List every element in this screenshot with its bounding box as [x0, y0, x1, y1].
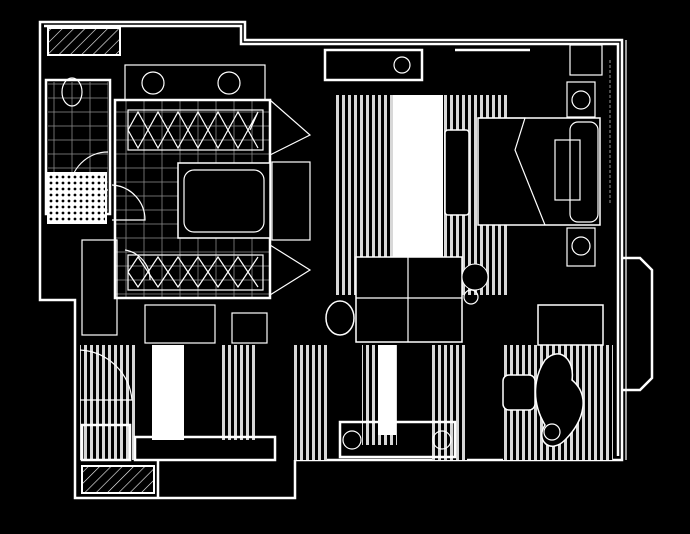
nightstand	[566, 227, 596, 267]
wardrobe	[271, 161, 311, 241]
safe	[231, 312, 268, 344]
sink-icon	[217, 71, 241, 95]
bathtub	[177, 162, 271, 239]
shaft-top-left	[47, 27, 121, 56]
desk	[534, 353, 584, 447]
counter	[144, 304, 216, 344]
lamp-icon	[393, 56, 411, 74]
lamp-icon	[543, 423, 561, 441]
seating-group	[325, 256, 489, 343]
desk-chair	[502, 374, 536, 411]
closet	[81, 239, 118, 336]
lamp-icon	[571, 236, 591, 256]
bench	[444, 129, 470, 216]
entry-closet	[80, 423, 132, 462]
lamp-icon	[571, 90, 591, 110]
bay-window	[622, 256, 654, 392]
sink-icon	[141, 71, 165, 95]
bathroom	[111, 64, 312, 300]
toilet-icon	[61, 77, 83, 107]
lamp-icon	[342, 430, 362, 450]
tv-console	[323, 48, 424, 82]
bed	[444, 117, 601, 226]
floor-lamp-icon	[463, 289, 479, 305]
nightstand	[566, 81, 596, 118]
shaft-bottom-left	[81, 465, 155, 494]
sideboard	[338, 420, 457, 459]
lamp-icon	[432, 430, 452, 450]
shower-floor	[47, 172, 107, 224]
minibar	[537, 304, 604, 346]
entry-console	[133, 435, 277, 462]
storage	[569, 44, 603, 76]
